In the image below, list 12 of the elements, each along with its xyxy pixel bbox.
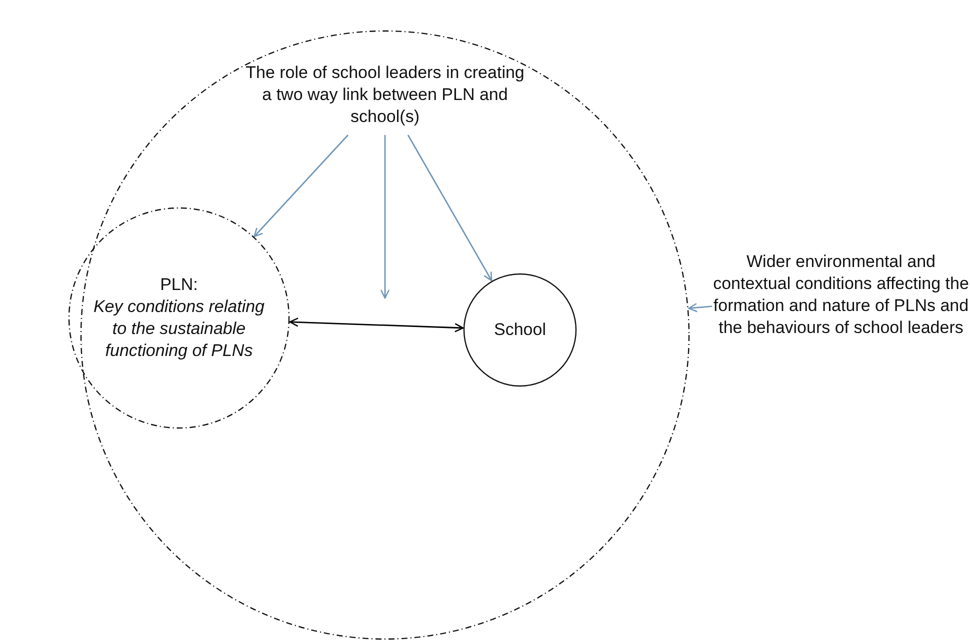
arrow bbox=[688, 302, 712, 312]
network-circle bbox=[68, 207, 290, 429]
school-circle bbox=[463, 273, 577, 387]
arrow bbox=[407, 134, 492, 282]
arrow bbox=[289, 318, 464, 332]
node-label: School bbox=[494, 319, 546, 341]
arrow bbox=[254, 134, 349, 238]
annotation-text: The role of school leaders in creating a two way link between PLN and school(s) bbox=[245, 55, 525, 135]
annotation-text: Wider environmental and contextual conditions affecting the formation and nature of PLNs and the behaviours of school leaders bbox=[712, 200, 970, 390]
arrow bbox=[380, 135, 390, 299]
network-heading: PLN: bbox=[160, 274, 198, 296]
network-description: Key conditions relating to the sustainable functioning of PLNs bbox=[92, 296, 266, 362]
